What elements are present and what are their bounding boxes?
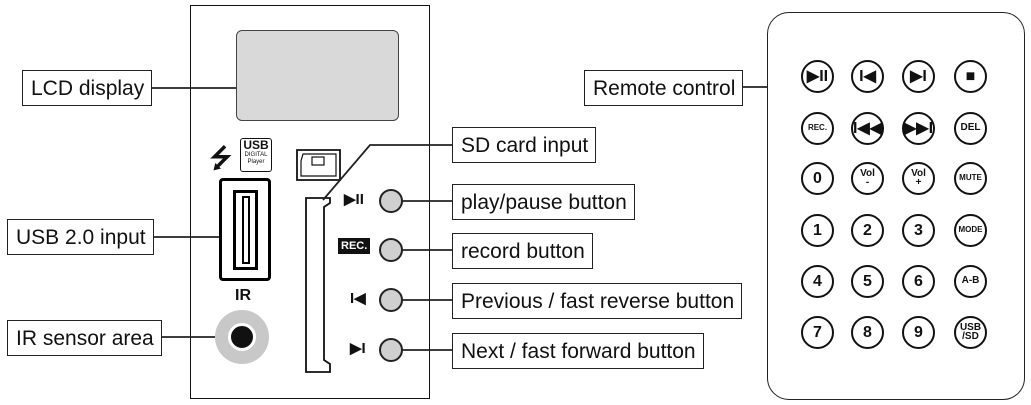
rewind-key[interactable]: I◀◀ <box>851 112 884 145</box>
usb-port-inner <box>233 190 258 270</box>
previous-key[interactable]: I◀ <box>851 60 884 93</box>
digit-1-key[interactable]: 1 <box>801 214 834 247</box>
next-button[interactable] <box>379 338 403 362</box>
forward-key[interactable]: ▶▶I <box>902 112 935 145</box>
label-lcd-display: LCD display <box>22 70 153 106</box>
record-button[interactable] <box>379 238 403 262</box>
digit-3-key[interactable]: 3 <box>902 214 935 247</box>
digit-9-key[interactable]: 9 <box>902 316 935 349</box>
stop-key[interactable]: ■ <box>954 60 987 93</box>
del-key[interactable]: DEL <box>954 112 987 145</box>
label-usb-input: USB 2.0 input <box>7 219 154 255</box>
next-key[interactable]: ▶I <box>902 60 935 93</box>
digit-4-key[interactable]: 4 <box>801 265 834 298</box>
label-next: Next / fast forward button <box>452 333 704 369</box>
digit-6-key[interactable]: 6 <box>902 265 935 298</box>
remote-control <box>767 12 1025 400</box>
label-play-pause: play/pause button <box>452 184 635 220</box>
usb-port <box>219 178 271 281</box>
label-remote-control: Remote control <box>584 70 744 106</box>
rec-badge: REC. <box>338 238 371 254</box>
mode-key[interactable]: MODE <box>954 214 987 247</box>
ir-label: IR <box>235 287 251 304</box>
usb-sd-key[interactable]: USB /SD <box>954 316 987 349</box>
usb-logo-subtext: DIGITAL Player <box>244 152 268 165</box>
label-previous: Previous / fast reverse button <box>452 283 743 319</box>
play-pause-key[interactable]: ▶II <box>801 60 834 93</box>
label-record: record button <box>452 233 593 269</box>
play-pause-button[interactable] <box>379 189 403 213</box>
digit-8-key[interactable]: 8 <box>851 316 884 349</box>
rec-key[interactable]: REC. <box>801 112 834 145</box>
vol-down-key[interactable]: Vol - <box>851 162 884 195</box>
label-ir-sensor: IR sensor area <box>7 320 162 356</box>
usb-logo-text: USB <box>243 138 269 152</box>
digit-2-key[interactable]: 2 <box>851 214 884 247</box>
usb-digital-player-logo: USB DIGITAL Player <box>240 138 272 172</box>
mute-key[interactable]: MUTE <box>954 162 987 195</box>
lcd-screen <box>236 30 399 121</box>
label-sd-card: SD card input <box>452 127 597 163</box>
vol-up-key[interactable]: Vol + <box>902 162 935 195</box>
play-pause-icon: ▶II <box>344 191 364 208</box>
digit-7-key[interactable]: 7 <box>801 316 834 349</box>
previous-icon: I◀ <box>350 290 366 307</box>
ir-sensor-dot <box>228 323 256 351</box>
next-icon: ▶I <box>350 340 366 357</box>
ir-sensor <box>215 310 269 364</box>
ab-key[interactable]: A-B <box>954 265 987 298</box>
usb-port-tongue <box>242 196 250 264</box>
usb-icon: ⭍ <box>210 143 232 173</box>
digit-5-key[interactable]: 5 <box>851 265 884 298</box>
previous-button[interactable] <box>379 288 403 312</box>
digit-0-key[interactable]: 0 <box>801 162 834 195</box>
device-panel <box>190 5 430 399</box>
